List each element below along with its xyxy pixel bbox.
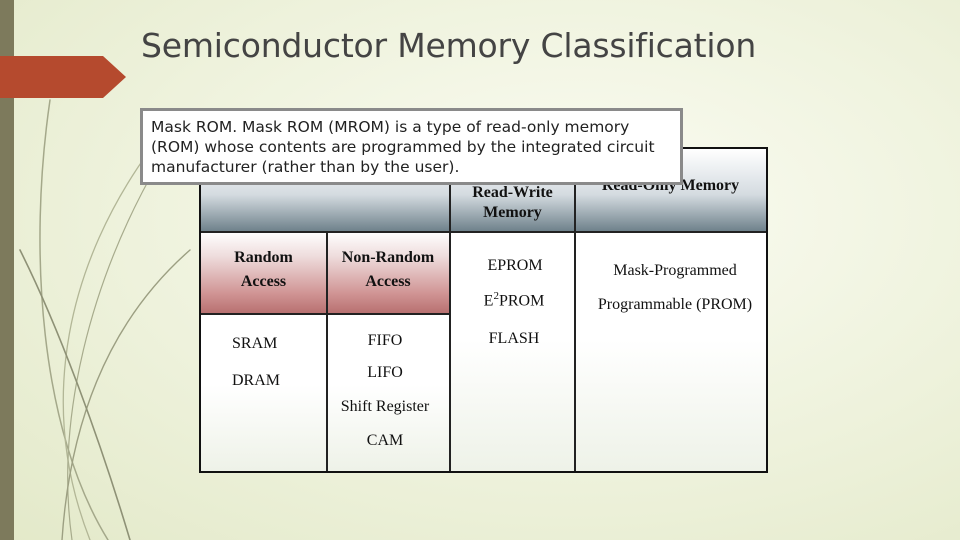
tooltip-popup: Mask ROM. Mask ROM (MROM) is a type of r… bbox=[140, 108, 683, 185]
list-item: LIFO bbox=[367, 364, 403, 381]
nonrandom-line2: Access bbox=[365, 273, 411, 290]
divider bbox=[449, 149, 451, 471]
divider bbox=[201, 313, 450, 315]
list-item: Shift Register bbox=[340, 398, 430, 415]
nvrw-cell: EPROM E2PROM FLASH bbox=[450, 232, 575, 471]
list-item: Programmable (PROM) bbox=[597, 296, 753, 313]
list-item: FIFO bbox=[367, 332, 403, 349]
rom-cell: Mask-Programmed Programmable (PROM) bbox=[575, 232, 766, 471]
random-line1: Random bbox=[234, 249, 293, 266]
list-item: SRAM bbox=[232, 335, 278, 352]
left-accent-bar bbox=[0, 0, 14, 540]
e2prom-sup: 2 bbox=[493, 290, 499, 302]
divider bbox=[574, 149, 576, 471]
e2prom-rest: PROM bbox=[498, 292, 545, 310]
subheader-nonrandom-access: Non-Random Access bbox=[326, 232, 450, 314]
divider bbox=[201, 231, 766, 233]
e2prom-base: E bbox=[483, 292, 494, 310]
divider bbox=[326, 232, 328, 471]
list-item: EPROM bbox=[487, 257, 543, 274]
list-item: Mask-Programmed bbox=[613, 262, 737, 279]
header-nvrw-line1: Read-Write bbox=[472, 184, 553, 201]
random-access-cell: SRAM DRAM bbox=[201, 314, 326, 471]
list-item: E2PROM bbox=[450, 290, 578, 310]
slide-title: Semiconductor Memory Classification bbox=[141, 26, 757, 65]
random-line2: Access bbox=[240, 273, 287, 290]
memory-classification-table: Read-Write Memory Read-Only Memory Rando… bbox=[199, 147, 768, 473]
list-item: DRAM bbox=[232, 372, 281, 389]
nonrandom-line1: Non-Random bbox=[341, 249, 435, 266]
list-item: CAM bbox=[366, 432, 404, 449]
header-nvrw-line2: Memory bbox=[483, 204, 542, 221]
nonrandom-access-cell: FIFO LIFO Shift Register CAM bbox=[326, 314, 450, 471]
arrow-icon bbox=[0, 56, 126, 98]
subheader-random-access: Random Access bbox=[201, 232, 326, 314]
list-item: FLASH bbox=[488, 330, 540, 347]
